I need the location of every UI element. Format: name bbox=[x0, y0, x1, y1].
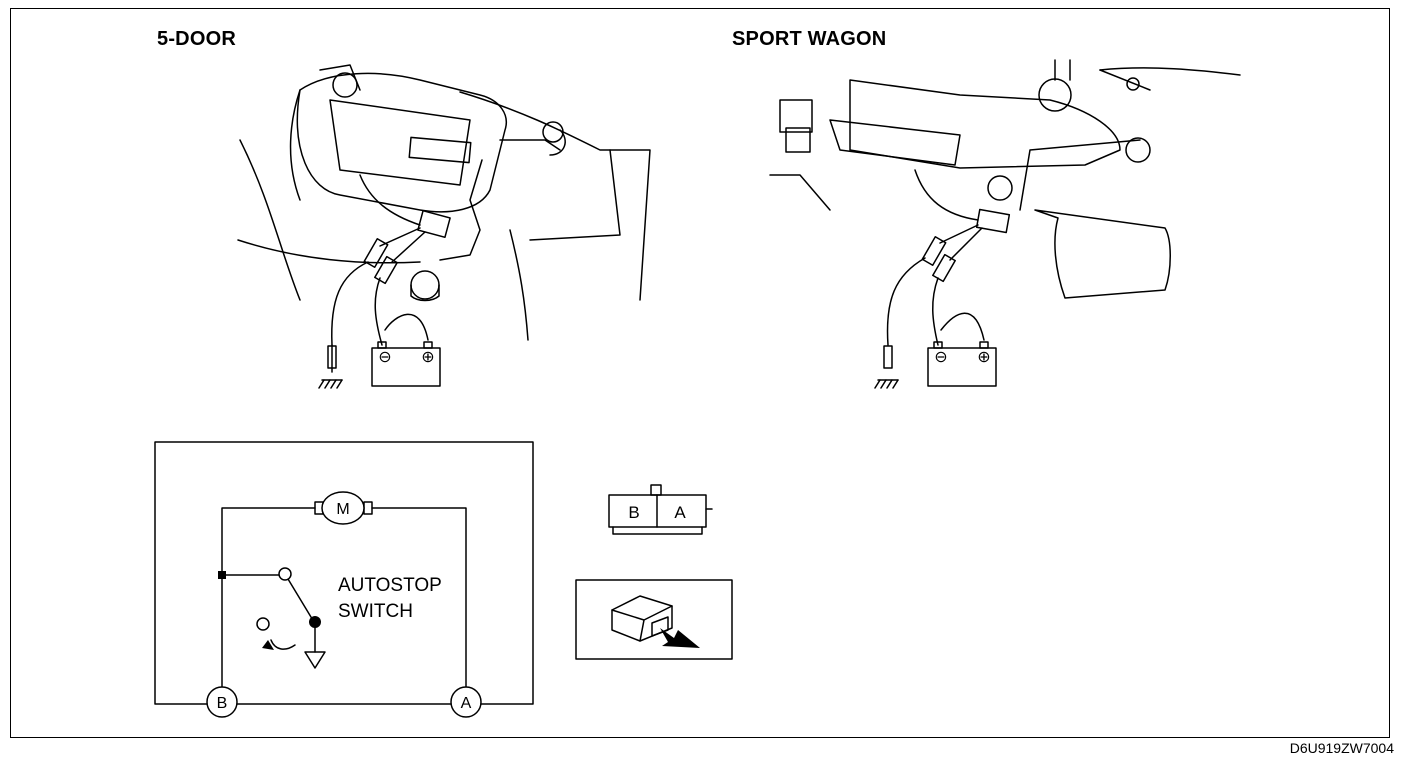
terminal-b-label: B bbox=[217, 695, 228, 712]
battery-plus-icon: ⊕ bbox=[421, 349, 434, 366]
motor-label: M bbox=[336, 501, 349, 518]
autostop-circuit-diagram bbox=[154, 441, 534, 705]
five-door-wiper-motor-illustration bbox=[237, 64, 651, 389]
title-5-door: 5-DOOR bbox=[157, 28, 236, 50]
motor-connector-face bbox=[608, 484, 713, 535]
connector-a-label: A bbox=[674, 503, 686, 522]
autostop-label-line2: SWITCH bbox=[338, 601, 413, 622]
terminal-a-circle bbox=[450, 686, 482, 718]
battery-plus-icon-wagon: ⊕ bbox=[977, 349, 990, 366]
figure-frame bbox=[10, 8, 1390, 738]
terminal-b-circle bbox=[206, 686, 238, 718]
switch-contact-open-upper bbox=[278, 567, 292, 581]
motor-symbol bbox=[321, 491, 365, 525]
junction-dot bbox=[218, 571, 226, 579]
switch-arrow-head bbox=[262, 640, 274, 650]
connector-b-label: B bbox=[628, 503, 639, 522]
connector-view-inset bbox=[575, 579, 733, 660]
autostop-label-line1: AUTOSTOP bbox=[338, 575, 442, 596]
figure-code: D6U919ZW7004 bbox=[1289, 740, 1394, 756]
title-sport-wagon: SPORT WAGON bbox=[732, 28, 887, 50]
view-arrow-icon bbox=[660, 628, 700, 648]
battery-minus-icon-wagon: ⊖ bbox=[934, 349, 947, 366]
switch-contact-closed bbox=[309, 616, 321, 628]
sport-wagon-wiper-motor-illustration bbox=[769, 59, 1241, 389]
battery-minus-icon: ⊖ bbox=[378, 349, 391, 366]
terminal-a-label: A bbox=[461, 695, 472, 712]
switch-contact-open-lower bbox=[256, 617, 270, 631]
